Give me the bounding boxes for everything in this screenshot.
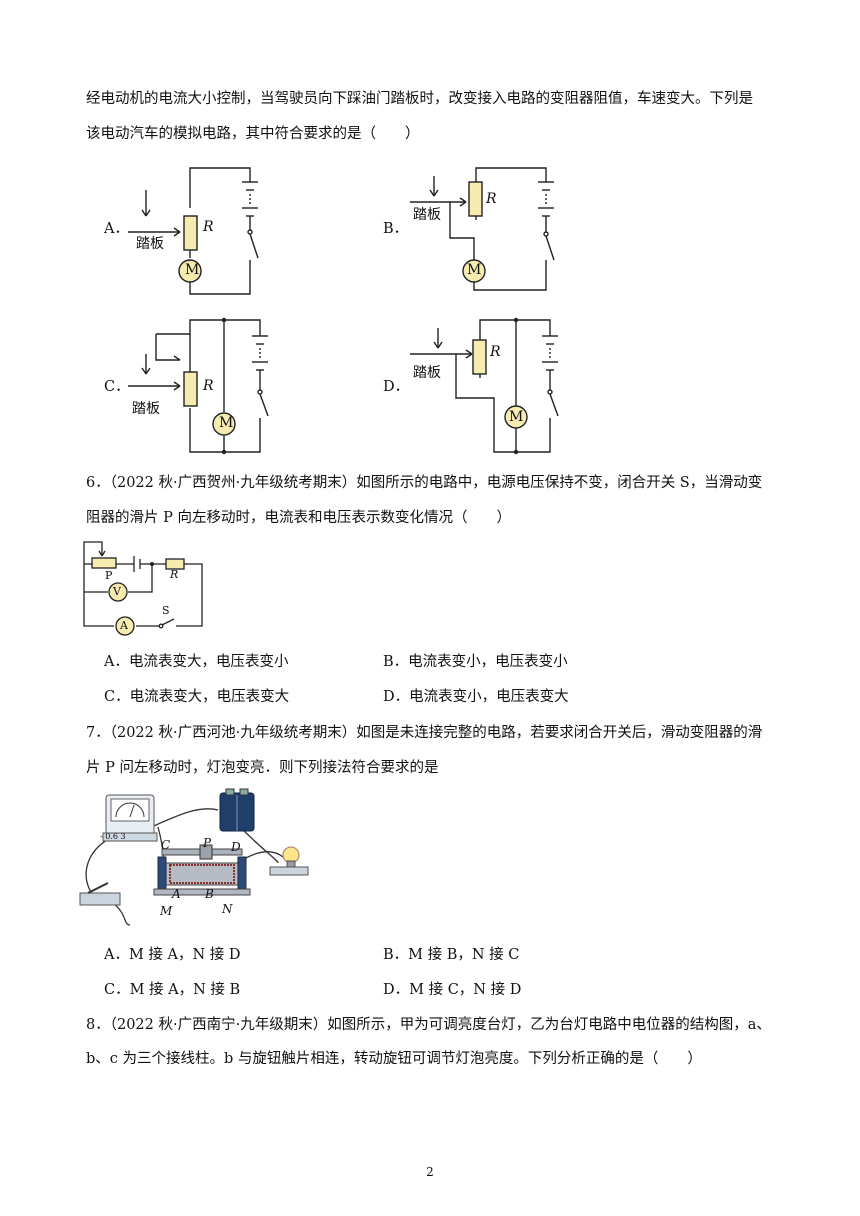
q5-b-pedal-label: 踏板 (413, 207, 441, 223)
q7-option-b: B．M 接 B，N 接 C (383, 947, 520, 963)
q6-text-line2: 阻器的滑片 P 向左移动时，电流表和电压表示数变化情况（ ） (86, 510, 511, 526)
q5-c-resistor-label: R (203, 378, 214, 394)
q5-option-c-label: C． (104, 379, 130, 395)
q7-fig-c-label: C (161, 838, 171, 852)
q6-fig-v-label: V (113, 585, 121, 598)
q5-option-a-label: A． (104, 221, 129, 237)
q6-option-a: A．电流表变大，电压表变小 (104, 654, 289, 670)
q6-fig-r-label: R (170, 568, 179, 581)
page-number: 2 (426, 1165, 434, 1179)
q5-circuit-d (410, 317, 559, 455)
q5-c-motor-label: M (219, 415, 234, 431)
q7-fig-m-label: M (160, 904, 173, 918)
q6-circuit (83, 541, 203, 636)
q7-fig-n-label: N (222, 902, 233, 916)
q8-text-line2: b、c 为三个接线柱。b 与旋钮触片相连，转动旋钮可调节灯泡亮度。下列分析正确的… (86, 1051, 702, 1067)
q5-circuit-b (410, 167, 555, 291)
q5-b-motor-label: M (467, 262, 482, 278)
q5-d-pedal-label: 踏板 (413, 365, 441, 381)
q6-fig-p-label: P (105, 569, 113, 582)
q5-circuit-c (128, 317, 269, 455)
q7-fig-p-label: P (203, 836, 212, 850)
q5-option-d-label: D． (383, 379, 410, 395)
q7-option-c: C．M 接 A，N 接 B (104, 982, 241, 998)
q6-option-b: B．电流表变小，电压表变小 (383, 654, 568, 670)
q5-a-resistor-label: R (203, 219, 214, 235)
q7-fig-a-label: A (172, 887, 181, 901)
q6-option-d: D．电流表变小，电压表变大 (383, 689, 569, 705)
q5-option-b-label: B． (383, 221, 409, 237)
q6-fig-a-label: A (120, 619, 128, 632)
q6-fig-s-label: S (162, 604, 170, 617)
q7-text-line2: 片 P 问左移动时，灯泡变亮．则下列接法符合要求的是 (86, 760, 439, 776)
q7-fig-b-label: B (205, 887, 214, 901)
q5-a-pedal-label: 踏板 (136, 236, 164, 252)
q5-text-line2: 该电动汽车的模拟电路，其中符合要求的是（ ） (86, 126, 420, 142)
q6-text-line1: 6．（2022 秋·广西贺州·九年级统考期末）如图所示的电路中，电源电压保持不变… (86, 475, 763, 491)
q5-d-resistor-label: R (490, 344, 501, 360)
q8-text-line1: 8．（2022 秋·广西南宁·九年级期末）如图所示，甲为可调亮度台灯，乙为台灯电… (86, 1017, 771, 1033)
q7-meter-scale: - 0.6 3 (100, 832, 126, 841)
q5-c-pedal-label: 踏板 (132, 401, 160, 417)
q7-text-line1: 7．（2022 秋·广西河池·九年级统考期末）如图是未连接完整的电路，若要求闭合… (86, 725, 763, 741)
q5-a-motor-label: M (185, 262, 200, 278)
q5-b-resistor-label: R (486, 191, 497, 207)
q7-apparatus (79, 788, 309, 926)
q6-option-c: C．电流表变大，电压表变大 (104, 689, 290, 705)
q5-text-line1: 经电动机的电流大小控制，当驾驶员向下踩油门踏板时，改变接入电路的变阻器阻值，车速… (86, 91, 753, 107)
q7-option-d: D．M 接 C，N 接 D (383, 982, 522, 998)
q7-option-a: A．M 接 A，N 接 D (104, 947, 241, 963)
q5-d-motor-label: M (509, 409, 524, 425)
q7-fig-d-label: D (231, 840, 241, 854)
q5-circuit-a (128, 167, 259, 295)
